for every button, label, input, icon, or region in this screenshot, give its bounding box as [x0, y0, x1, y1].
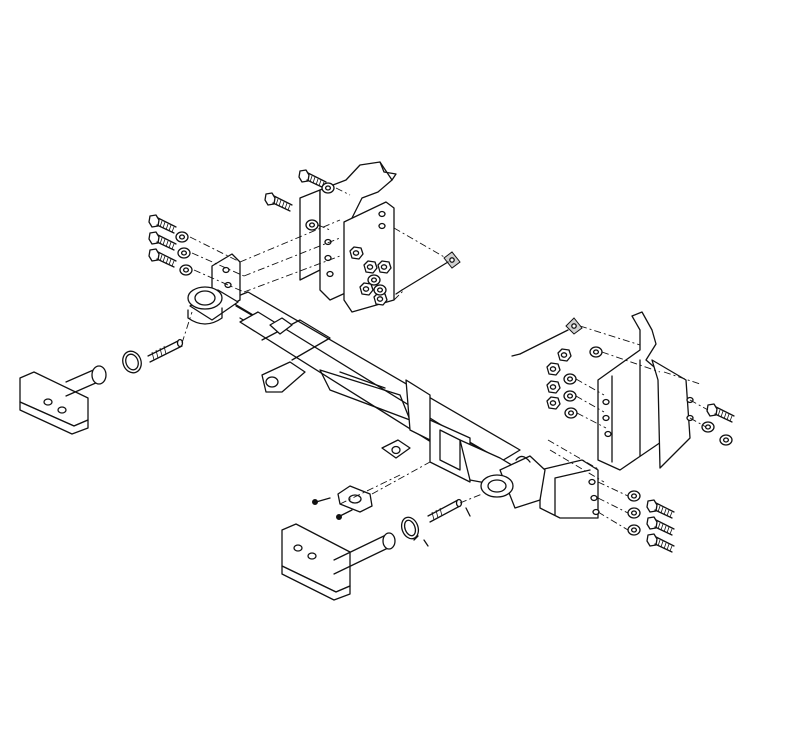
- snap-ring-right: [400, 516, 420, 540]
- snap-ring-left: [122, 350, 142, 374]
- left-tow-arm: [19, 365, 107, 435]
- safety-cable-right: [511, 317, 583, 357]
- main-crossbar: [227, 291, 599, 519]
- safety-cable-left: [395, 251, 461, 295]
- right-tow-arm: [281, 523, 396, 601]
- lynch-pin-right: [413, 498, 471, 547]
- lynch-pin-left: [147, 338, 184, 363]
- right-receiver: [480, 455, 600, 516]
- assembly-leader-lines: [181, 187, 709, 531]
- right-vertical-bracket: [597, 311, 694, 471]
- lock-nuts-right: [546, 346, 603, 419]
- left-receiver: [187, 253, 241, 325]
